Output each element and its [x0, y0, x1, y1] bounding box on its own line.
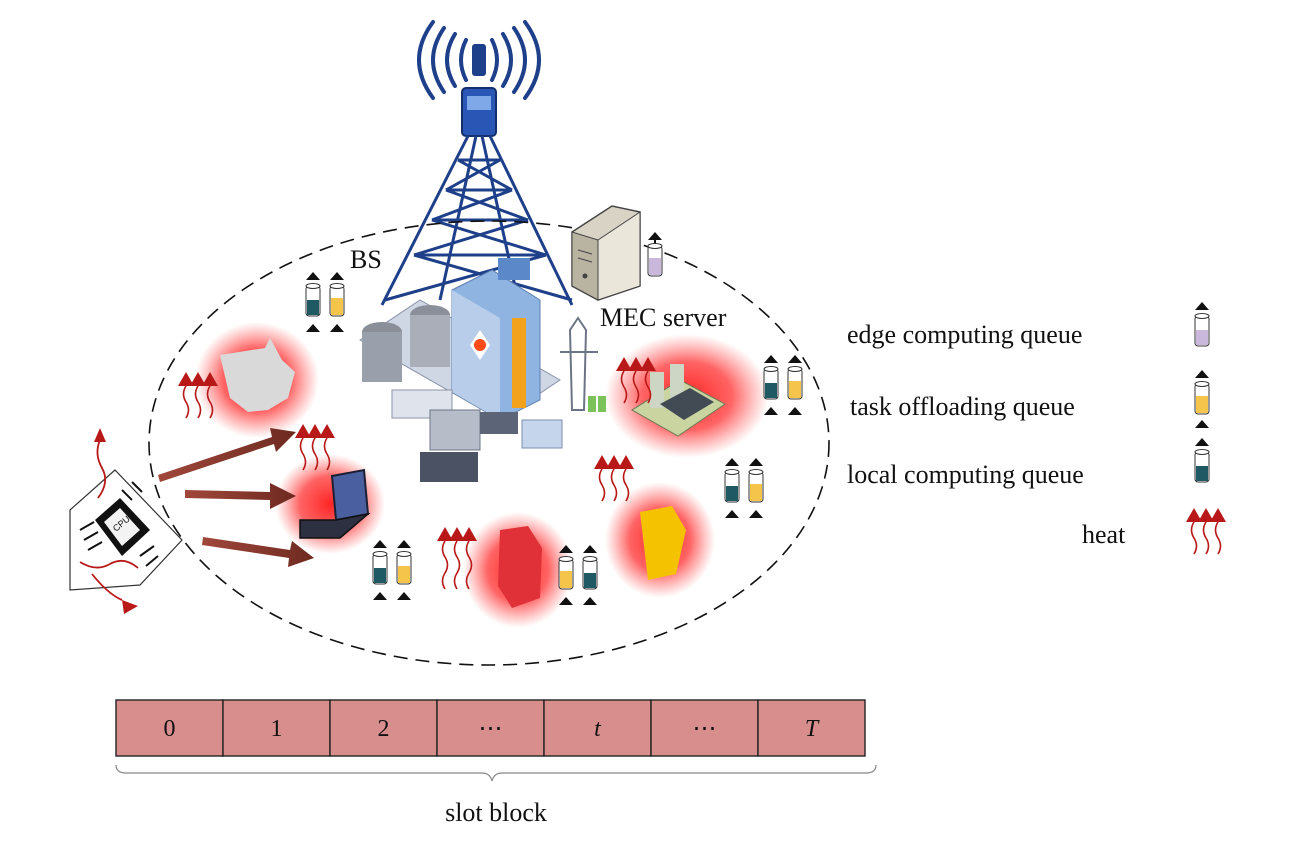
slot-cell-label: 1	[271, 716, 283, 742]
queue-pair-laptop	[372, 540, 412, 600]
slot-cell-box	[329, 699, 438, 757]
slot-cell-label: 0	[164, 716, 176, 742]
chip-icon: CPU	[69, 428, 183, 614]
slot-cell: ⋯	[436, 699, 545, 757]
device-glow-factory	[605, 334, 769, 458]
slot-cell: 1	[222, 699, 331, 757]
device-glow-yellow-card	[605, 482, 715, 598]
queue-pair-factory	[763, 355, 803, 415]
edge-queue-icon	[1194, 302, 1210, 347]
queue-pair-bs	[305, 272, 345, 332]
mec-edge-queue	[647, 232, 663, 277]
bs-tower-icon	[380, 20, 574, 306]
slot-cell-box	[650, 699, 759, 757]
mec-server-label: MEC server	[600, 303, 727, 332]
slot-cell-box	[115, 699, 224, 757]
slot-cell-box	[222, 699, 331, 757]
heat-icon-1	[178, 372, 218, 419]
device-glow-1	[195, 322, 319, 438]
slot-cell-label: ⋯	[479, 716, 503, 742]
slot-cell-label: t	[594, 716, 602, 742]
slot-cell-box	[543, 699, 652, 757]
slot-cell: 0	[115, 699, 224, 757]
slot-cell-label: T	[805, 716, 820, 742]
server-icon	[571, 205, 641, 301]
legend: edge computing queue task offloading que…	[847, 302, 1226, 555]
offload-queue-icon	[1194, 370, 1210, 428]
slot-brace	[115, 764, 877, 782]
slot-cell-label: ⋯	[693, 716, 717, 742]
queue-pair-phone	[558, 545, 598, 605]
heat-icon	[1186, 508, 1226, 555]
slot-block-label: slot block	[445, 798, 547, 827]
legend-label-offload: task offloading queue	[850, 392, 1075, 421]
device-glow-red-phone	[463, 512, 573, 628]
power-plant-icon	[359, 258, 606, 482]
heat-icon-4	[594, 455, 634, 502]
slot-cell-box	[757, 699, 866, 757]
slot-cell: t	[543, 699, 652, 757]
bs-label: BS	[350, 245, 382, 274]
legend-label-heat: heat	[1082, 520, 1126, 549]
slot-block-timeline: 0 1 2 ⋯ t ⋯ T	[115, 699, 866, 757]
local-queue-icon	[1194, 438, 1210, 483]
slot-cell: T	[757, 699, 866, 757]
slot-cell: 2	[329, 699, 438, 757]
legend-label-edge: edge computing queue	[847, 320, 1082, 349]
heat-icon-2	[295, 424, 335, 471]
signal-waves-icon	[417, 20, 541, 100]
legend-label-local: local computing queue	[847, 460, 1084, 489]
slot-cell: ⋯	[650, 699, 759, 757]
coverage-area	[148, 220, 830, 666]
laptop-icon	[275, 454, 385, 554]
offload-arrows	[158, 428, 314, 567]
heat-icon-3	[437, 527, 477, 590]
slot-cell-label: 2	[378, 716, 390, 742]
queue-pair-right	[724, 458, 764, 518]
heat-icon-5	[616, 357, 656, 404]
